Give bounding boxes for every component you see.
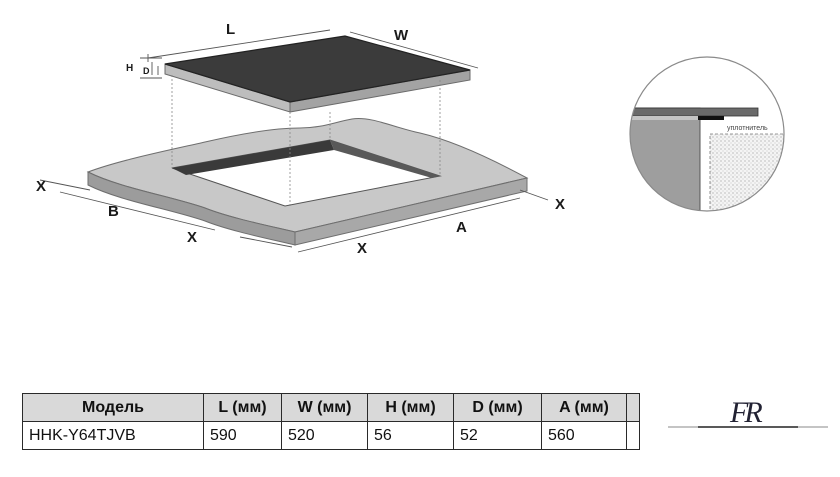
hob (164, 35, 471, 113)
table-header: W (мм) (281, 393, 368, 422)
label-w: W (394, 27, 409, 44)
table-header (626, 393, 640, 422)
table-cell (626, 421, 640, 450)
table-cell: 520 (281, 421, 368, 450)
dimension-lines (39, 29, 549, 253)
label-x-right: X (555, 196, 565, 213)
spec-table: Модель L (мм) W (мм) H (мм) D (мм) A (мм… (22, 393, 640, 450)
installation-diagram: L W H D X B X X A X уплотнитель (36, 21, 785, 257)
table-cell: 56 (367, 421, 454, 450)
label-b: B (108, 203, 119, 220)
label-l: L (226, 21, 235, 38)
table-cell: 560 (541, 421, 627, 450)
brand-logo: FR (668, 396, 828, 429)
table-header: Модель (22, 393, 204, 422)
table-header-row: Модель L (мм) W (мм) H (мм) D (мм) A (мм… (22, 393, 640, 422)
table-cell: 590 (203, 421, 282, 450)
label-h: H (126, 63, 133, 74)
label-d: D (143, 66, 150, 76)
brand-logo-text: FR (729, 396, 762, 429)
projection-lines (171, 75, 441, 206)
table-header: D (мм) (453, 393, 542, 422)
hob-glass (164, 35, 471, 103)
table-cell: 52 (453, 421, 542, 450)
table-row: HHK-Y64TJVB 590 520 56 52 560 (22, 421, 640, 450)
table-header: L (мм) (203, 393, 282, 422)
label-x-left: X (36, 178, 46, 195)
countertop (86, 118, 529, 246)
label-x-front-left: X (187, 229, 197, 246)
label-a: A (456, 219, 467, 236)
seal-label: уплотнитель (727, 125, 768, 132)
table-header: A (мм) (541, 393, 627, 422)
table-cell: HHK-Y64TJVB (22, 421, 204, 450)
table-header: H (мм) (367, 393, 454, 422)
seal-detail: уплотнитель (629, 56, 785, 212)
label-x-front-mid: X (357, 240, 367, 257)
